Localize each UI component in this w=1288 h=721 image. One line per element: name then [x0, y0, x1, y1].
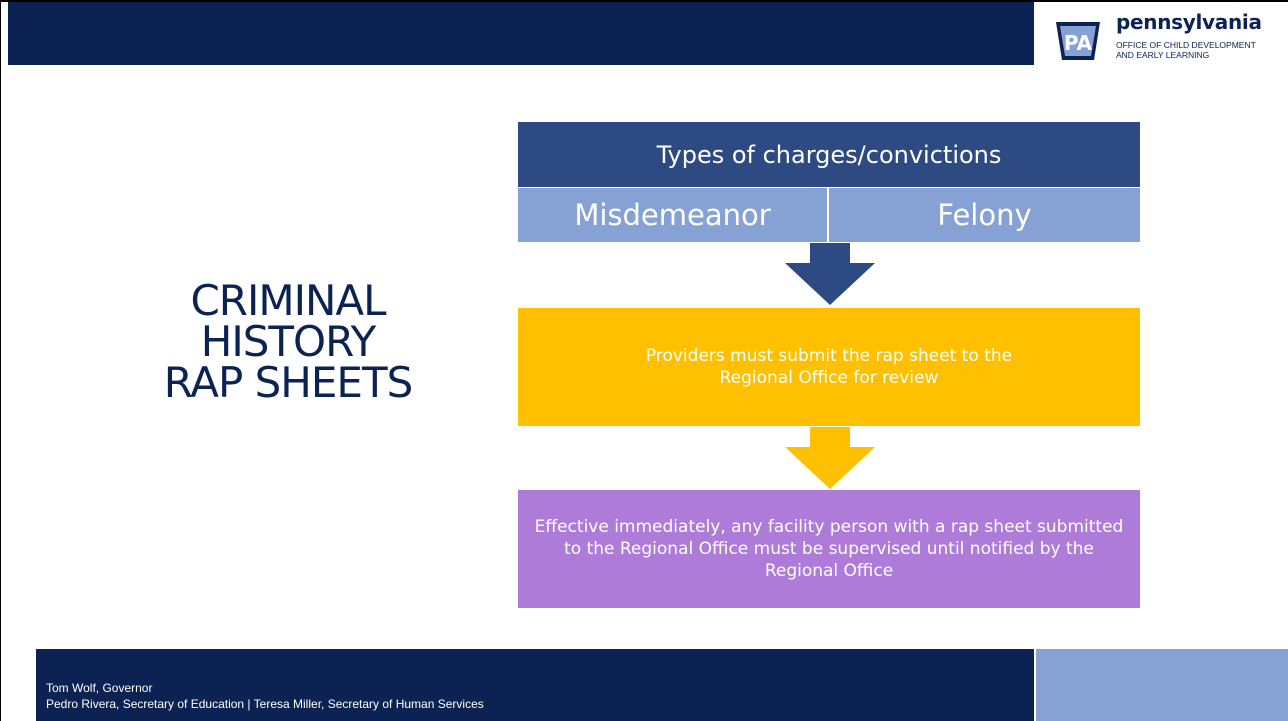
supervision-notice-text: Effective immediately, any facility pers…: [534, 517, 1124, 581]
footer-secretaries: Pedro Rivera, Secretary of Education | T…: [46, 697, 484, 711]
charges-header-box: Types of charges/convictions: [518, 122, 1140, 187]
supervision-notice-box: Effective immediately, any facility pers…: [518, 490, 1140, 608]
keystone-icon: PA: [1056, 22, 1100, 60]
category-misdemeanor: Misdemeanor: [518, 188, 827, 242]
title-line: CRIMINAL: [190, 276, 386, 325]
footer-governor: Tom Wolf, Governor: [46, 681, 153, 695]
logo-wordmark: pennsylvania: [1116, 10, 1262, 34]
title-line: RAP SHEETS: [163, 358, 414, 407]
submit-rap-sheet-box: Providers must submit the rap sheet to t…: [518, 308, 1140, 426]
title-line: HISTORY: [200, 317, 377, 366]
header-bar: [8, 2, 1034, 65]
slide-title: CRIMINAL HISTORY RAP SHEETS: [118, 276, 458, 407]
down-arrow-icon: [785, 243, 875, 305]
logo-badge-text: PA: [1064, 31, 1093, 55]
slide-top-border: [0, 0, 1288, 2]
footer-accent-block: [1036, 649, 1288, 721]
footer-bar: [36, 649, 1034, 721]
down-arrow-icon: [785, 427, 875, 489]
pa-logo: PA pennsylvania OFFICE OF CHILD DEVELOPM…: [1036, 4, 1288, 84]
submit-rap-sheet-text: Providers must submit the rap sheet to t…: [645, 346, 1013, 388]
slide-left-border: [0, 0, 1, 721]
logo-subtitle: OFFICE OF CHILD DEVELOPMENT AND EARLY LE…: [1116, 40, 1256, 60]
category-felony: Felony: [829, 188, 1140, 242]
